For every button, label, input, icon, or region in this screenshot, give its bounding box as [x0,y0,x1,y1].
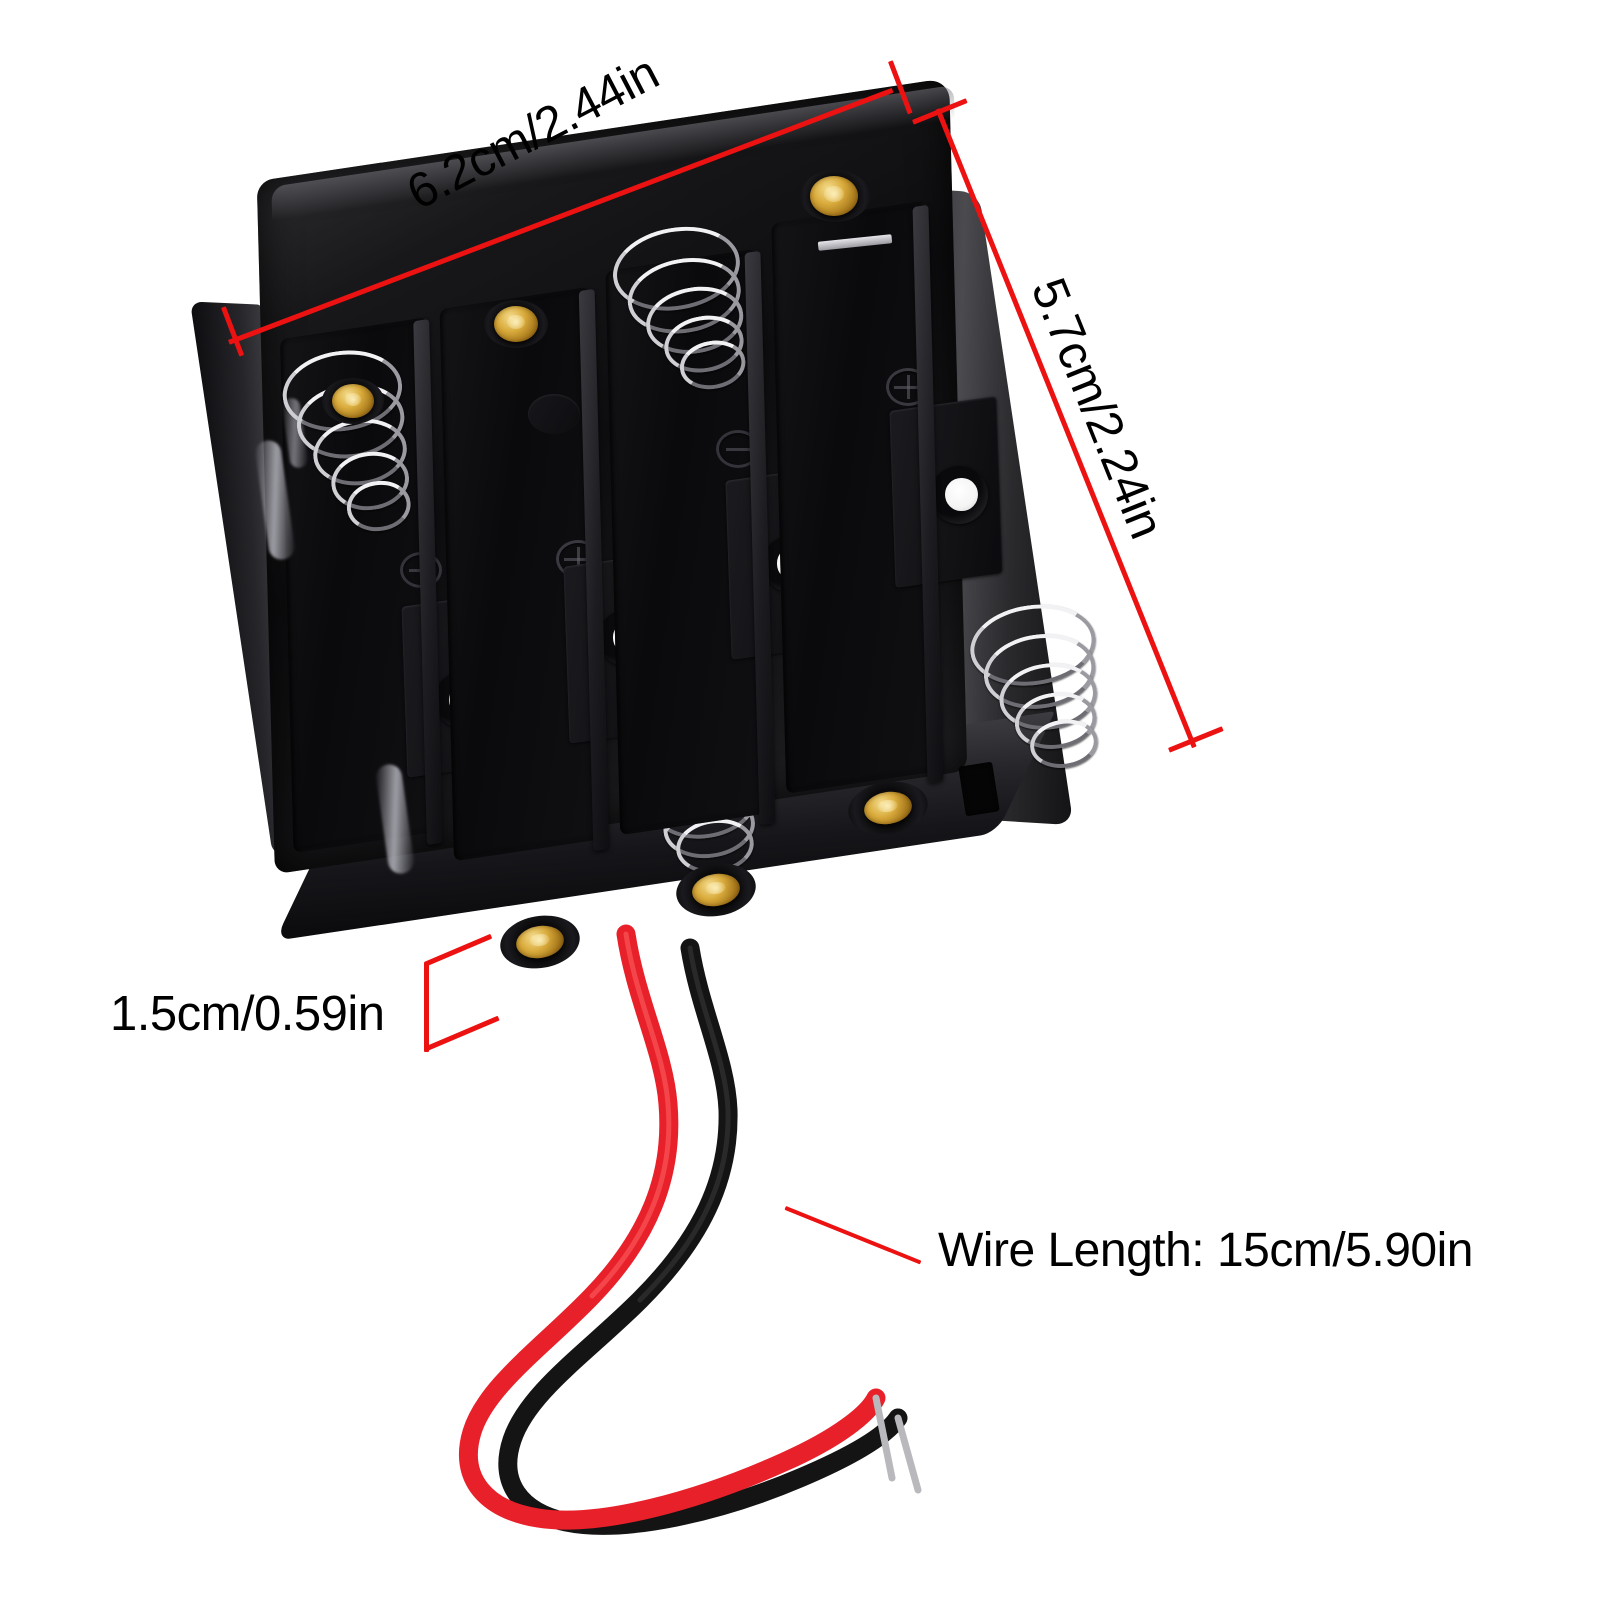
thickness-bracket-vertical [424,962,429,1052]
thickness-dimension-label: 1.5cm/0.59in [110,987,385,1041]
emboss-oval-slot-2 [528,394,580,434]
spring-slot-4 [964,595,1123,780]
brass-contact-slot-1 [332,384,374,418]
negative-wire-tip [894,1414,922,1494]
negative-wire-black [498,938,908,1535]
rivet-slot-4 [930,466,988,524]
positive-wire-red [458,924,886,1530]
brass-contact-slot-2 [494,306,538,342]
brass-contact-slot-4 [810,176,858,216]
positive-wire-tip [872,1394,896,1482]
wire-length-label: Wire Length: 15cm/5.90in [938,1224,1473,1277]
